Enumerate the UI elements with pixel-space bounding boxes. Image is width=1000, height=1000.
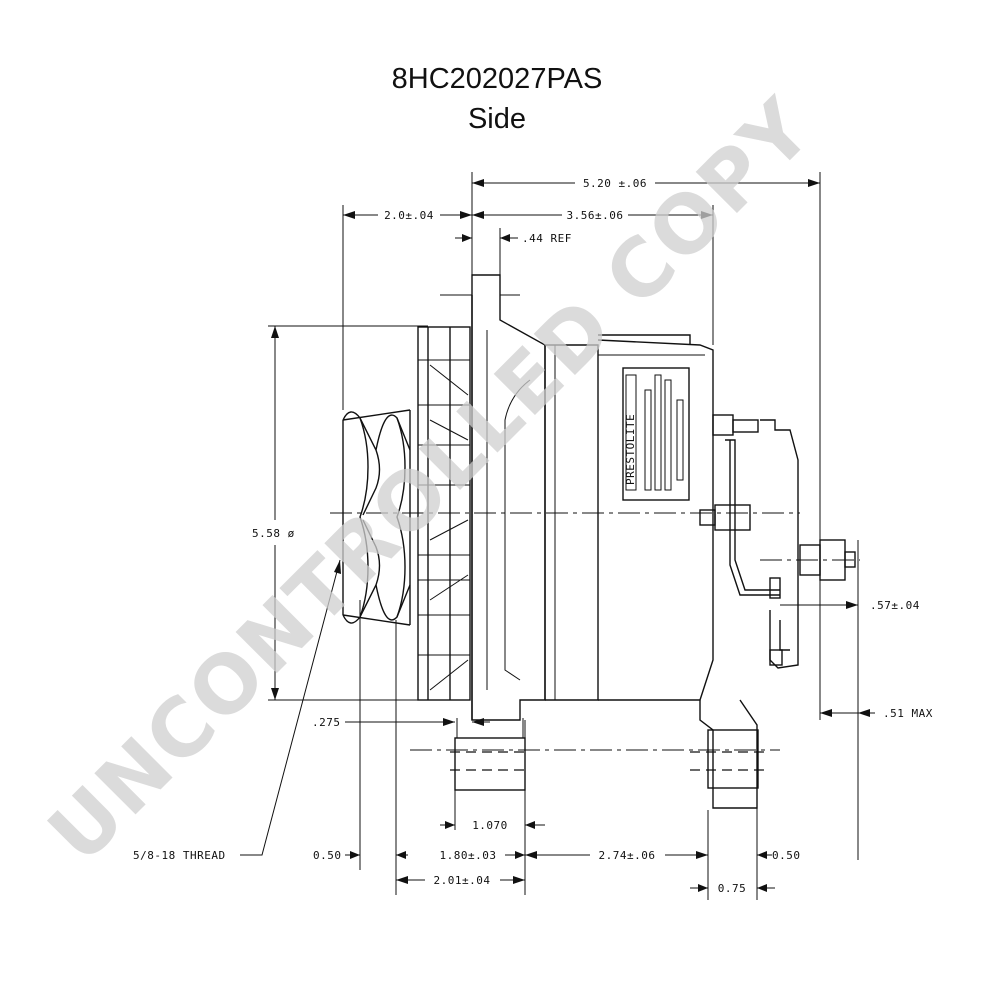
centerlines [330,512,800,751]
logo-text: PRESTOLITE [624,414,637,485]
uncontrolled-copy-watermark: UNCONTROLLED COPY [31,81,831,881]
pulley [342,409,411,626]
dim-terminal-offset: .57±.04 [870,599,920,612]
terminals-regulator [699,414,860,669]
dim-foot-spacing: 2.74±.06 [599,849,656,862]
dim-foot-width: 1.070 [472,819,508,832]
dim-pulley-offset: 2.0±.04 [384,209,434,222]
rear-housing [597,334,758,809]
dimension-lines [240,179,875,892]
dim-ref: .44 REF [522,232,572,245]
dim-rear-max: .51 MAX [883,707,933,720]
stator-body [544,344,599,701]
thread-callout: 5/8-18 THREAD [133,849,226,862]
dim-front-offset: 0.50 [313,849,342,862]
dim-front-foot: 1.80±.03 [440,849,497,862]
dim-pulley-diameter: 5.58 ø [252,527,295,540]
view-title: Side [468,103,526,135]
dim-front-total: 2.01±.04 [434,874,491,887]
mounting-feet [450,718,770,791]
dim-rear-total: 0.75 [718,882,747,895]
part-number-title: 8HC202027PAS [392,63,603,95]
dim-overall-length: 5.20 ±.06 [583,177,647,190]
logo-plate: PRESTOLITE [622,367,690,501]
dim-body-length: 3.56±.06 [567,209,624,222]
dim-rear-foot: 0.50 [772,849,801,862]
dim-flange-gap: .275 [312,716,341,729]
